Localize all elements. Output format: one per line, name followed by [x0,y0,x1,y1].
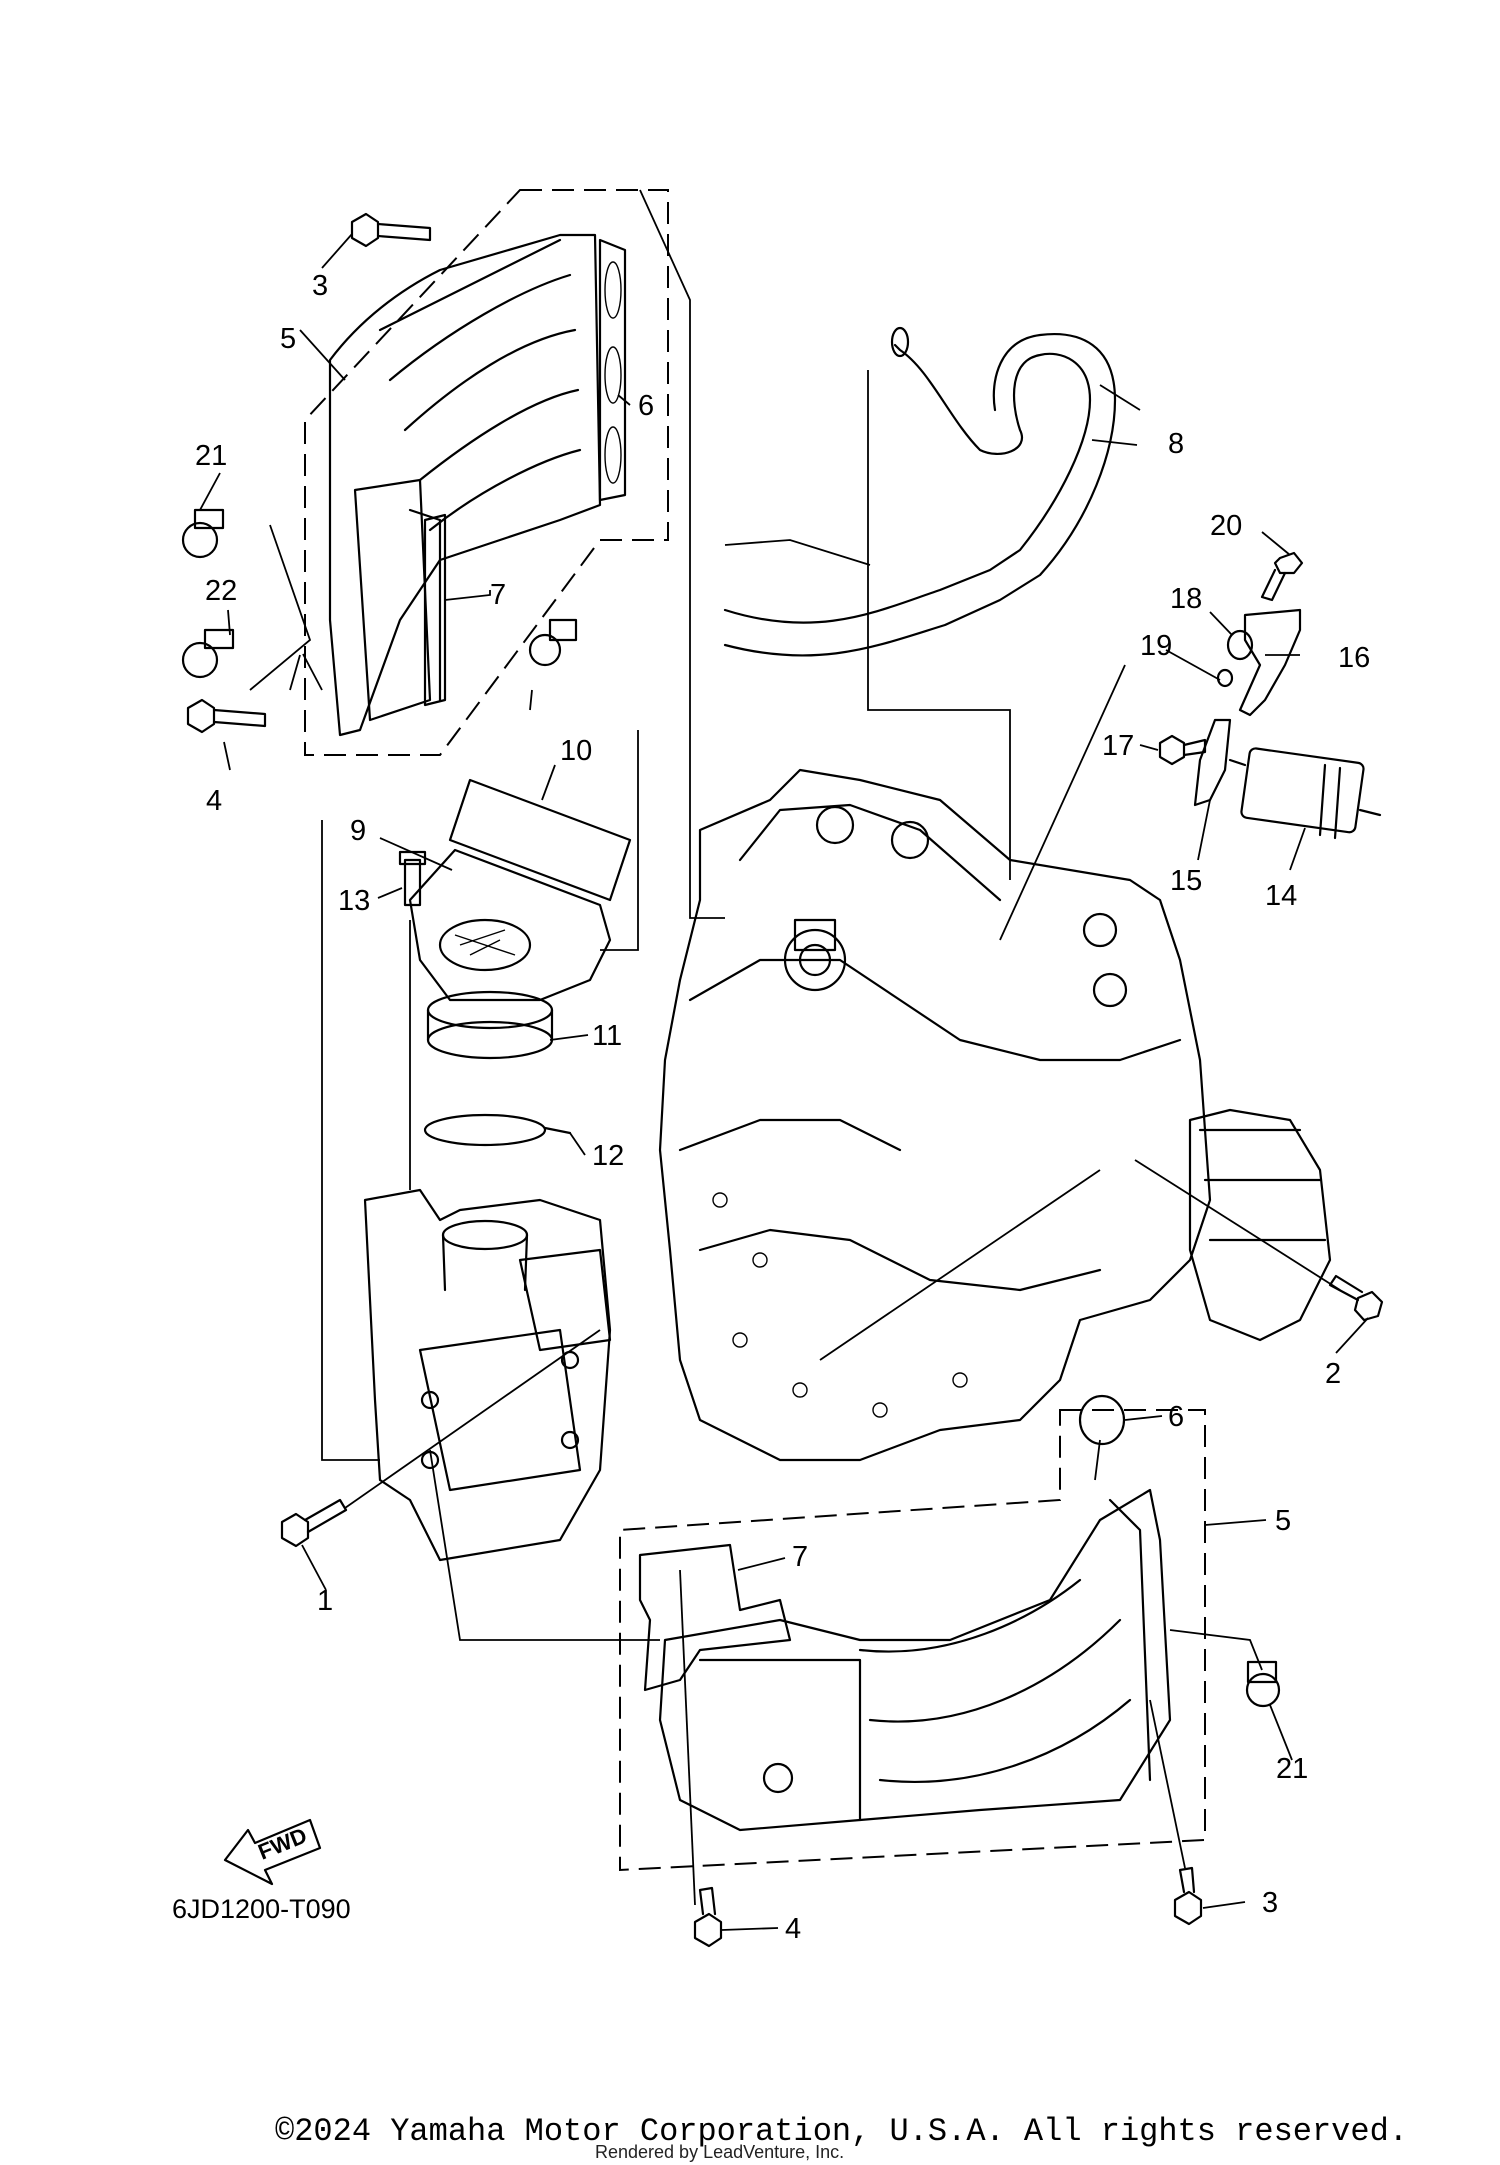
callout: 17 [1102,730,1134,762]
callout: 5 [1275,1505,1291,1537]
callout: 16 [1338,642,1370,674]
ring-11 [426,990,554,1060]
bolt-1 [280,1498,348,1548]
diagram-code: 6JD1200-T090 [172,1894,351,1924]
fwd-arrow-icon: FWD [223,1818,322,1886]
callout: 21 [1276,1753,1308,1785]
callout: 12 [592,1140,624,1172]
bolt-17 [1158,734,1207,766]
lower-intake-manifold [658,1488,1172,1832]
clamp-21-lower [1245,1660,1281,1708]
clamp-21-upper-left [181,508,225,559]
clamp-21-upper-center [528,618,578,667]
callout: 14 [1265,880,1297,912]
bolt-4-lower [693,1886,723,1948]
leader-lines [199,189,1369,1931]
callout: 4 [785,1913,801,1945]
bolt-2 [1328,1274,1384,1322]
upper-intake-manifold [328,233,602,737]
bolt-20 [1260,551,1304,602]
collar-19 [1216,668,1234,688]
bolt-3-lower [1173,1866,1203,1926]
callout: 10 [560,735,592,767]
callout: 2 [1325,1358,1341,1390]
fwd-label: FWD [255,1823,311,1865]
callout: 18 [1170,583,1202,615]
upper-gasket [598,238,627,502]
callout-labels: 3 5 6 21 22 7 4 8 20 18 16 19 17 15 14 1… [195,270,1370,1945]
rendered-by-notice: Rendered by LeadVenture, Inc. [595,2142,845,2162]
lower-gasket-6 [1078,1394,1126,1446]
upper-gasket-7 [423,513,447,707]
callout: 6 [1168,1401,1184,1433]
bolt-3-upper [350,212,432,248]
callout: 19 [1140,630,1172,662]
callout: 20 [1210,510,1242,542]
callout: 3 [1262,1887,1278,1919]
callout: 7 [490,579,506,611]
callout: 7 [792,1541,808,1573]
callout: 1 [317,1585,333,1617]
callout: 9 [350,815,366,847]
engine-block [658,768,1332,1462]
callout: 6 [638,390,654,422]
throttle-body-assembly [363,1188,612,1562]
callout: 22 [205,575,237,607]
callout: 4 [206,785,222,817]
callout: 5 [280,323,296,355]
grommet-18 [1226,629,1254,661]
bracket-15 [1193,718,1232,807]
callout: 15 [1170,865,1202,897]
callout: 13 [338,885,370,917]
bracket-16 [1238,608,1302,717]
lower-assembly-dashed-box [619,1409,1206,1872]
intake-silencer [408,778,632,1002]
upper-assembly-dashed-box [304,189,669,756]
band-12 [423,1113,572,1147]
fuel-filter-14 [1228,747,1382,840]
callout: 3 [312,270,328,302]
callout: 8 [1168,428,1184,460]
callout: 11 [592,1020,622,1052]
bolt-4-upper [186,698,267,734]
clamp-22-upper-left [181,628,235,679]
copyright-notice: ©2024 Yamaha Motor Corporation, U.S.A. A… [275,2113,1408,2150]
callout: 21 [195,440,227,472]
lower-gasket-7 [638,1543,792,1692]
hose-8 [723,326,1117,657]
